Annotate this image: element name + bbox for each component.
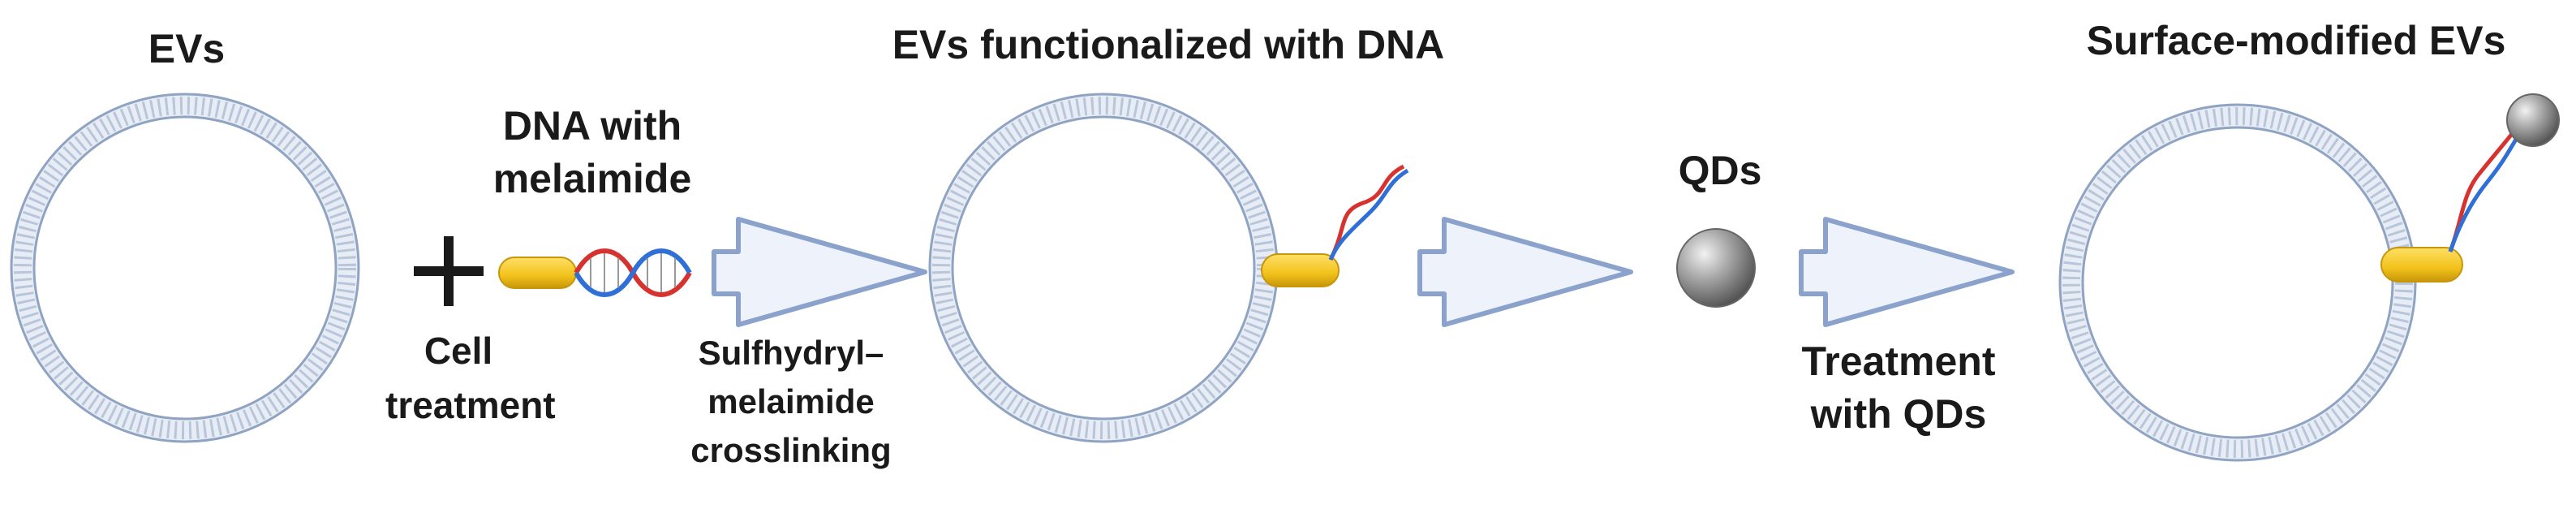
dna-anchor-3 [2380,93,2560,283]
quantum-dot [1676,228,1756,308]
dna-maleimide-molecule [498,248,692,297]
label-evs: EVs [148,26,226,71]
plus-icon [414,236,484,306]
label-melaimide: melaimide [492,156,692,201]
label-treatment-2: Treatment [1801,339,1996,384]
label-sulfhydryl: Sulfhydryl– [698,334,884,372]
label-with-qds: with QDs [1810,391,1987,437]
process-arrow-1 [712,217,927,327]
label-cell: Cell [424,330,493,372]
quantum-dot-attached [2506,93,2560,147]
label-evs-functionalized: EVs functionalized with DNA [892,22,1445,67]
ev-vesicle-3 [2058,103,2417,462]
label-qds: QDs [1678,148,1762,193]
label-surface-modified: Surface-modified EVs [2086,18,2506,63]
label-melaimide-2: melaimide [707,382,875,421]
label-treatment: treatment [385,384,556,426]
process-arrow-3 [1799,217,2015,327]
label-crosslinking: crosslinking [690,431,892,469]
ev-vesicle-1 [10,93,360,443]
ev-vesicle-2 [928,93,1279,443]
process-arrow-2 [1417,217,1633,327]
dna-anchor-2 [1261,164,1409,287]
label-dna-with: DNA with [502,103,682,149]
